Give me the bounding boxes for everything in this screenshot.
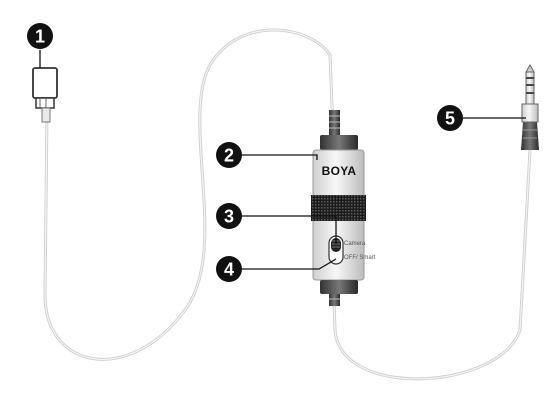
callout-3-leader [242, 215, 337, 244]
brand-label: BOYA [322, 164, 357, 178]
svg-text:4: 4 [224, 260, 234, 280]
callout-badge-2: 2 [216, 142, 242, 168]
switch-label-camera: Camera [344, 241, 366, 247]
svg-text:1: 1 [35, 27, 45, 47]
svg-text:2: 2 [224, 146, 234, 166]
inline-controller [311, 110, 366, 306]
trrs-jack [521, 63, 539, 150]
callout-badge-1: 1 [27, 23, 53, 49]
knurled-ring [311, 195, 366, 221]
svg-text:5: 5 [445, 109, 455, 129]
callout-badge-4: 4 [216, 256, 242, 282]
callout-4-leader [242, 258, 337, 270]
callout-2-leader [242, 154, 318, 160]
callout-badge-3: 3 [216, 203, 242, 229]
svg-text:3: 3 [224, 207, 234, 227]
microphone-capsule [32, 67, 58, 123]
callout-badge-5: 5 [437, 105, 463, 131]
switch-label-off-smart: OFF/ Smart [344, 255, 376, 261]
cable-mic-to-controller [43, 28, 335, 361]
